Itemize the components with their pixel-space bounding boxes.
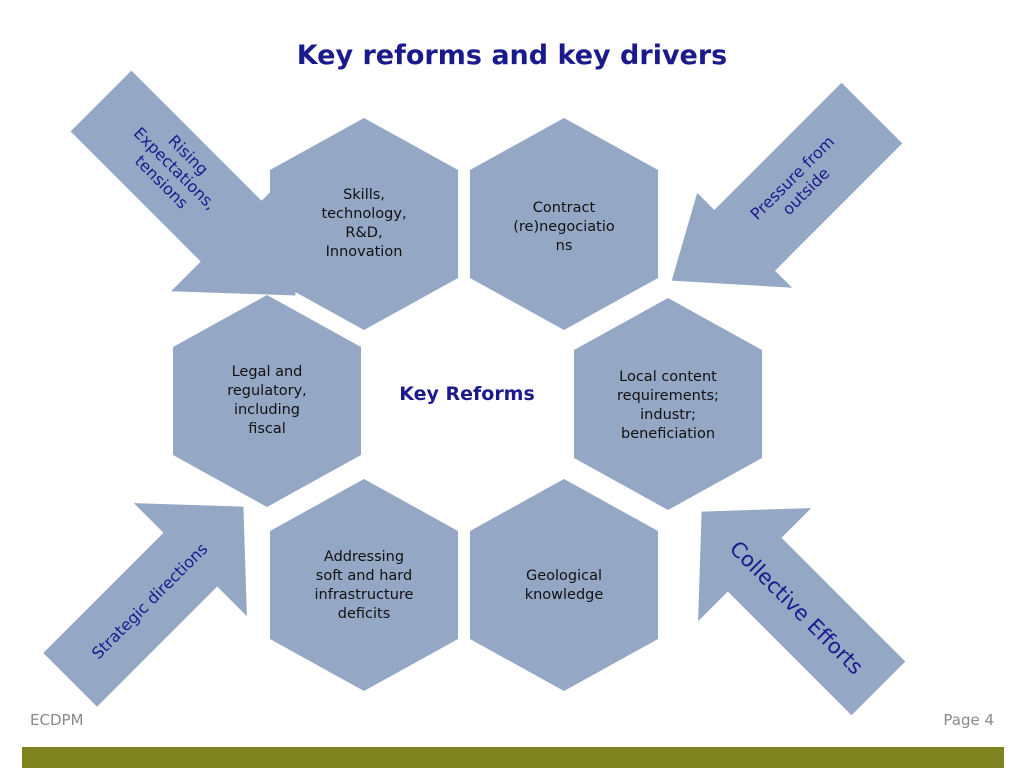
hexagon-contract: Contract (re)negociatio ns	[470, 118, 658, 330]
label-line: Geological	[526, 568, 602, 584]
hexagon-legal: Legal and regulatory, including fiscal	[173, 295, 361, 507]
footer-page-number: Page 4	[943, 711, 994, 729]
hexagon-geological-label: Geological knowledge	[525, 568, 604, 603]
arrow-rising-expectations: RisingExpectations,tensions	[70, 70, 296, 296]
hexagon-legal-label: Legal and regulatory, including fiscal	[227, 364, 307, 437]
label-line: requirements;	[617, 388, 719, 404]
hexagon-skills: Skills, technology, R&D, Innovation	[270, 118, 458, 330]
hexagon-contract-label: Contract (re)negociatio ns	[513, 200, 615, 254]
label-line: R&D,	[345, 225, 382, 241]
label-line: Innovation	[326, 244, 403, 260]
hexagon-local-content-label: Local content requirements; industr; benefi…	[617, 369, 719, 442]
label-line: regulatory,	[227, 383, 307, 399]
label-line: soft and hard	[316, 568, 412, 584]
label-line: ns	[556, 238, 573, 254]
label-line: Local content	[619, 369, 717, 385]
label-line: including	[234, 402, 300, 418]
label-line: industr;	[640, 407, 696, 423]
label-line: Contract	[533, 200, 596, 216]
label-line: fiscal	[248, 421, 286, 437]
label-line: technology,	[321, 206, 406, 222]
label-line: (re)negociatio	[513, 219, 615, 235]
label-line: deficits	[338, 606, 391, 622]
center-label: Key Reforms	[399, 383, 535, 405]
hexagon-skills-label: Skills, technology, R&D, Innovation	[321, 187, 406, 260]
footer-bar	[22, 747, 1004, 768]
label-line: Addressing	[324, 549, 404, 565]
hexagon-local-content: Local content requirements; industr; benefi…	[574, 298, 762, 510]
label-line: infrastructure	[315, 587, 414, 603]
arrow-pressure-from-outside: Pressure fromoutside	[671, 82, 903, 288]
footer-org: ECDPM	[30, 711, 84, 729]
label-line: beneficiation	[621, 426, 715, 442]
hexagon-geological: Geological knowledge	[470, 479, 658, 691]
label-line: knowledge	[525, 587, 604, 603]
hexagon-infrastructure-label: Addressing soft and hard infrastructure def…	[315, 549, 414, 622]
label-line: Skills,	[343, 187, 385, 203]
label-line: Legal and	[232, 364, 303, 380]
slide-title: Key reforms and key drivers	[296, 40, 728, 71]
hexagon-infrastructure: Addressing soft and hard infrastructure def…	[270, 479, 458, 691]
